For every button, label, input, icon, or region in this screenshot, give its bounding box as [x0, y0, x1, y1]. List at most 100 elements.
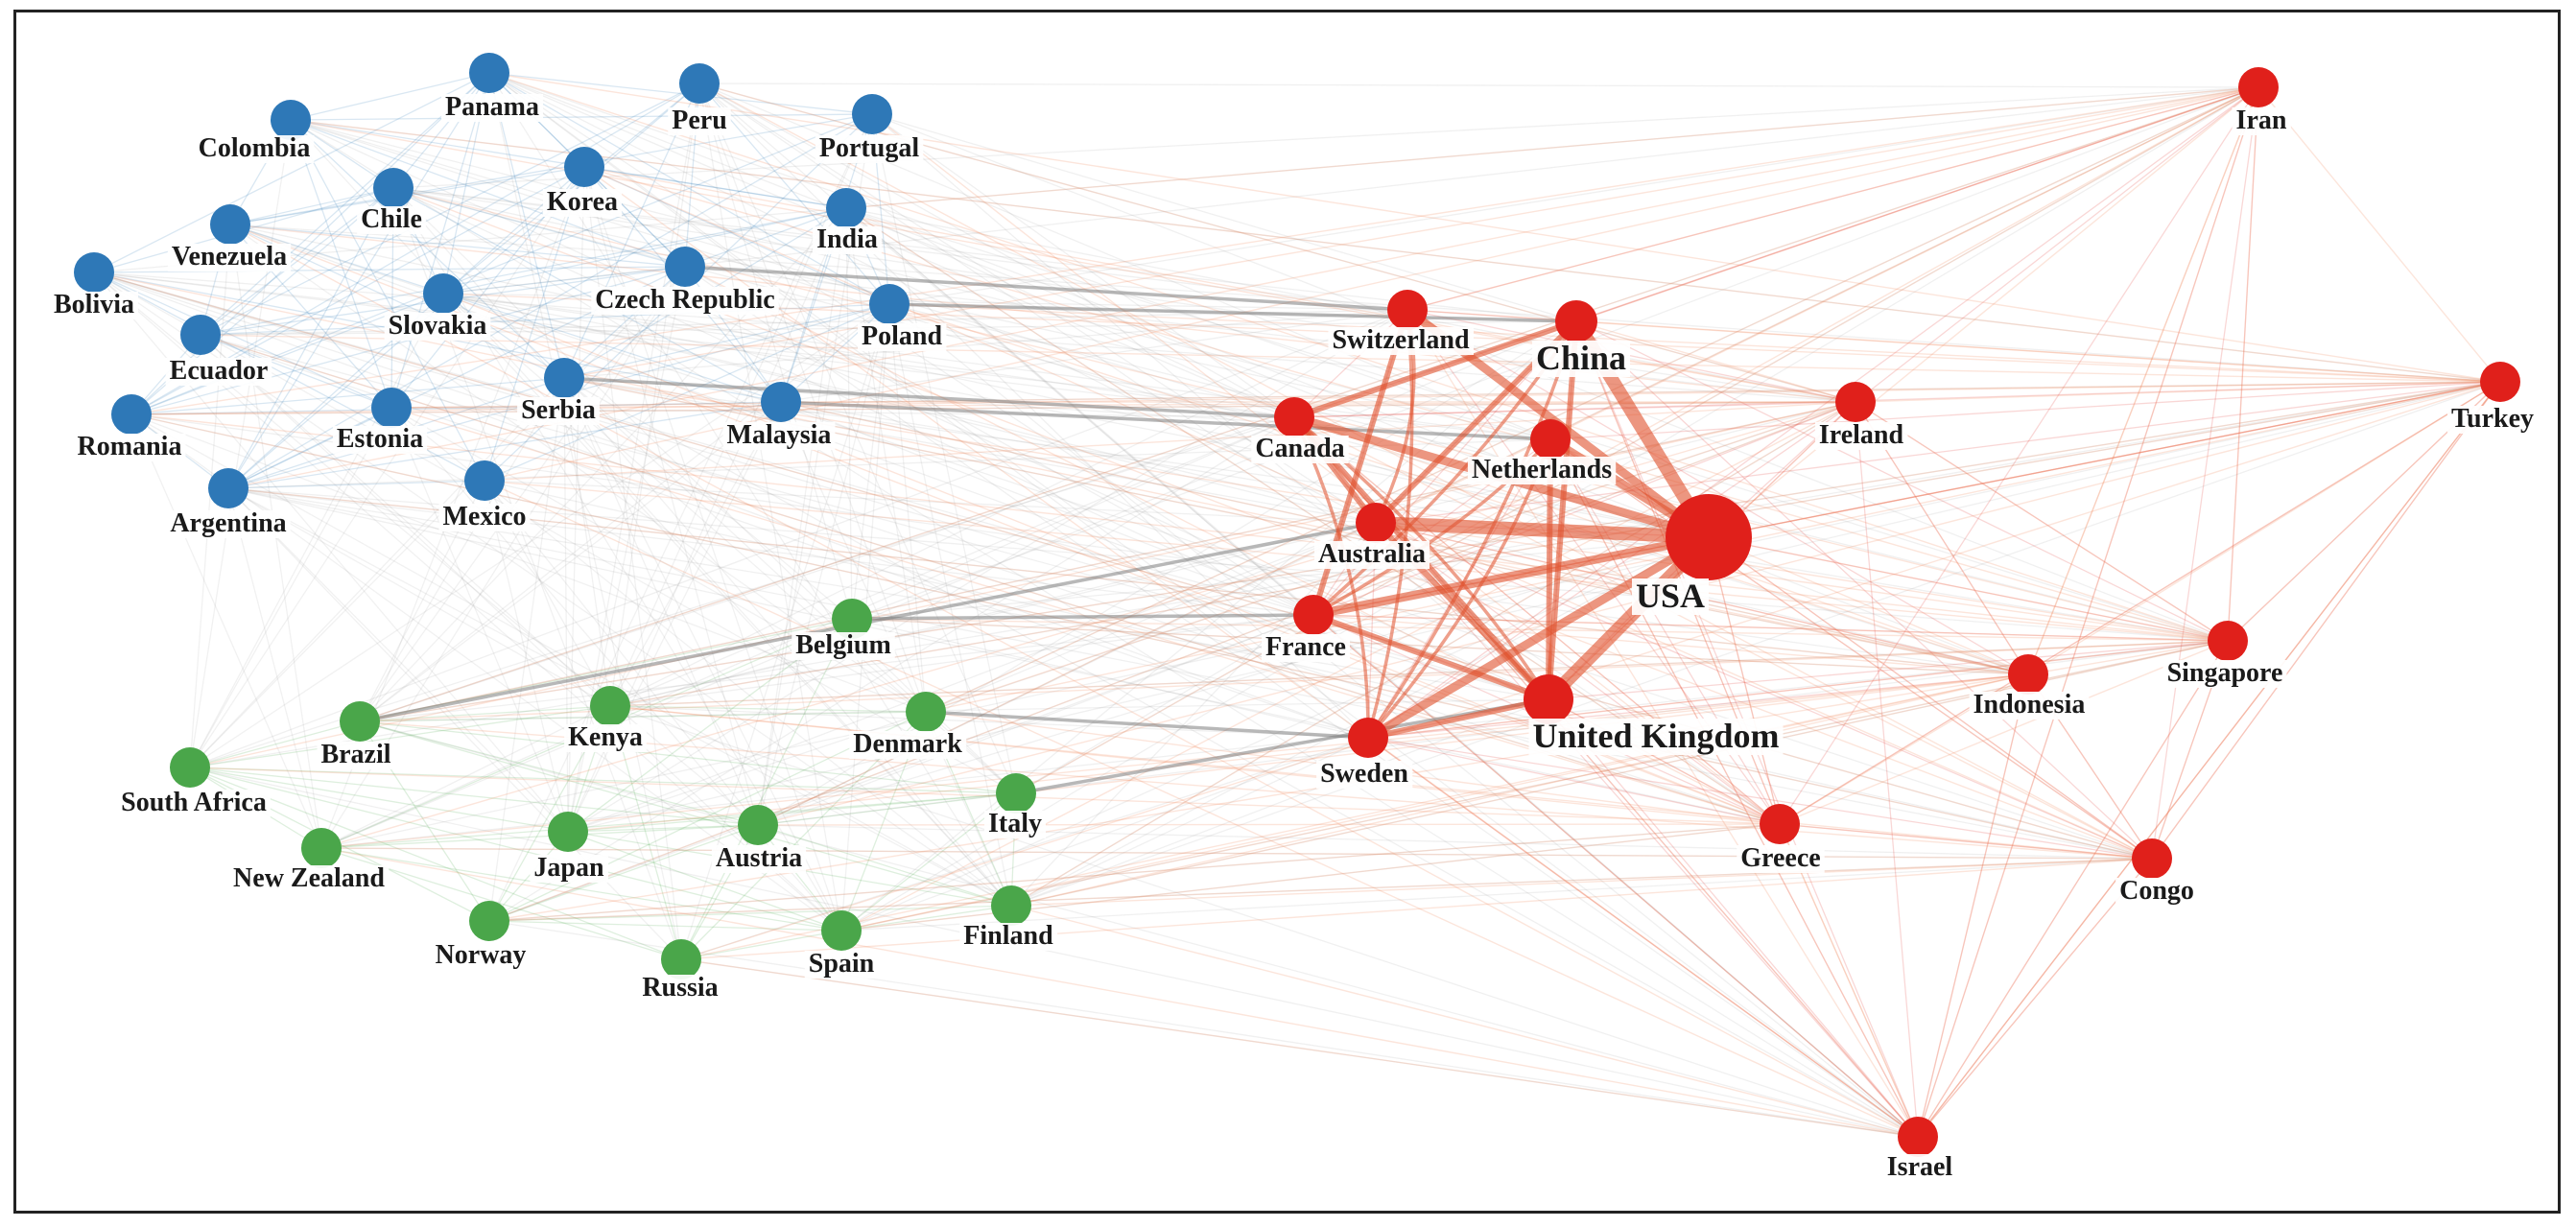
edge	[390, 401, 1856, 409]
label-canada: Canada	[1251, 434, 1349, 463]
edge	[567, 401, 782, 833]
node-united-kingdom[interactable]	[1524, 674, 1573, 724]
node-spain[interactable]	[821, 910, 862, 951]
edge	[359, 711, 927, 722]
node-usa[interactable]	[1666, 494, 1752, 580]
node-bolivia[interactable]	[74, 252, 114, 293]
node-serbia[interactable]	[544, 358, 584, 398]
node-belgium[interactable]	[832, 599, 872, 639]
node-label: Singapore	[2167, 658, 2283, 688]
node-ireland[interactable]	[1835, 382, 1876, 422]
node-label: Israel	[1887, 1152, 1953, 1182]
node-netherlands[interactable]	[1530, 419, 1571, 460]
node-peru[interactable]	[679, 63, 720, 104]
node-kenya[interactable]	[590, 686, 630, 726]
edge	[840, 640, 2229, 932]
bridge-edge	[888, 302, 1577, 323]
edge	[392, 187, 1017, 794]
edge	[2151, 86, 2259, 860]
node-chile[interactable]	[373, 168, 414, 208]
node-iran[interactable]	[2238, 67, 2279, 107]
node-indonesia[interactable]	[2008, 654, 2048, 695]
node-malaysia[interactable]	[761, 382, 801, 422]
edge	[567, 792, 1017, 833]
label-background	[167, 244, 292, 271]
edge	[290, 119, 394, 189]
node-turkey[interactable]	[2480, 362, 2520, 402]
label-background	[1631, 578, 1710, 615]
edge	[1917, 858, 2153, 1138]
edge	[609, 705, 927, 713]
edge	[698, 83, 1017, 794]
node-colombia[interactable]	[271, 100, 311, 140]
node-label: Panama	[445, 92, 539, 122]
node-portugal[interactable]	[852, 94, 892, 134]
edge	[359, 705, 611, 722]
node-japan[interactable]	[548, 812, 588, 852]
edge	[359, 698, 1549, 722]
label-united-kingdom: United Kingdom	[1528, 717, 1784, 755]
label-background	[117, 790, 271, 817]
label-background	[332, 426, 428, 454]
edge	[227, 487, 2229, 642]
node-south-africa[interactable]	[170, 747, 210, 788]
label-background	[1969, 692, 2090, 720]
node-china[interactable]	[1555, 300, 1597, 342]
node-canada[interactable]	[1274, 397, 1314, 437]
node-denmark[interactable]	[906, 692, 946, 732]
node-argentina[interactable]	[208, 468, 248, 508]
node-switzerland[interactable]	[1387, 290, 1428, 330]
node-poland[interactable]	[869, 284, 910, 324]
edge	[1779, 640, 2229, 825]
node-romania[interactable]	[111, 394, 152, 435]
node-israel[interactable]	[1898, 1117, 1938, 1157]
edge	[189, 767, 682, 960]
node-brazil[interactable]	[340, 701, 380, 742]
edge	[1708, 381, 2501, 538]
node-estonia[interactable]	[371, 388, 412, 428]
edge	[563, 377, 1710, 538]
edge	[1855, 86, 2259, 403]
node-venezuela[interactable]	[210, 204, 250, 245]
edge	[488, 416, 1295, 922]
node-czech-republic[interactable]	[665, 247, 705, 287]
node-new-zealand[interactable]	[301, 828, 342, 868]
node-france[interactable]	[1293, 595, 1334, 635]
edge	[442, 293, 565, 379]
label-korea: Korea	[542, 187, 623, 217]
strong-edge	[1365, 696, 1551, 741]
label-background	[711, 845, 807, 873]
node-mexico[interactable]	[464, 460, 505, 501]
label-romania: Romania	[73, 432, 186, 461]
label-netherlands: Netherlands	[1467, 455, 1617, 484]
edge	[392, 187, 1314, 616]
edge	[1367, 640, 2229, 739]
node-sweden[interactable]	[1348, 718, 1388, 758]
node-ecuador[interactable]	[180, 315, 221, 355]
node-panama[interactable]	[469, 53, 509, 93]
node-slovakia[interactable]	[423, 273, 463, 314]
bridge-edge	[563, 376, 1295, 419]
node-india[interactable]	[826, 188, 866, 228]
node-norway[interactable]	[469, 901, 509, 941]
node-russia[interactable]	[661, 939, 701, 979]
edge	[227, 480, 485, 489]
edge	[488, 113, 873, 922]
edge	[680, 737, 1369, 960]
node-korea[interactable]	[564, 147, 604, 187]
edge	[2027, 86, 2259, 675]
node-congo[interactable]	[2132, 838, 2172, 879]
node-label: India	[816, 224, 878, 254]
edge	[484, 480, 2153, 860]
node-singapore[interactable]	[2208, 621, 2248, 661]
edge	[780, 401, 1549, 700]
edge	[888, 86, 2259, 305]
node-greece[interactable]	[1760, 804, 1800, 844]
edge	[757, 522, 1377, 826]
edge	[1917, 640, 2229, 1138]
node-finland[interactable]	[991, 885, 1031, 926]
node-austria[interactable]	[738, 805, 778, 845]
node-australia[interactable]	[1356, 503, 1396, 543]
node-italy[interactable]	[996, 773, 1036, 814]
